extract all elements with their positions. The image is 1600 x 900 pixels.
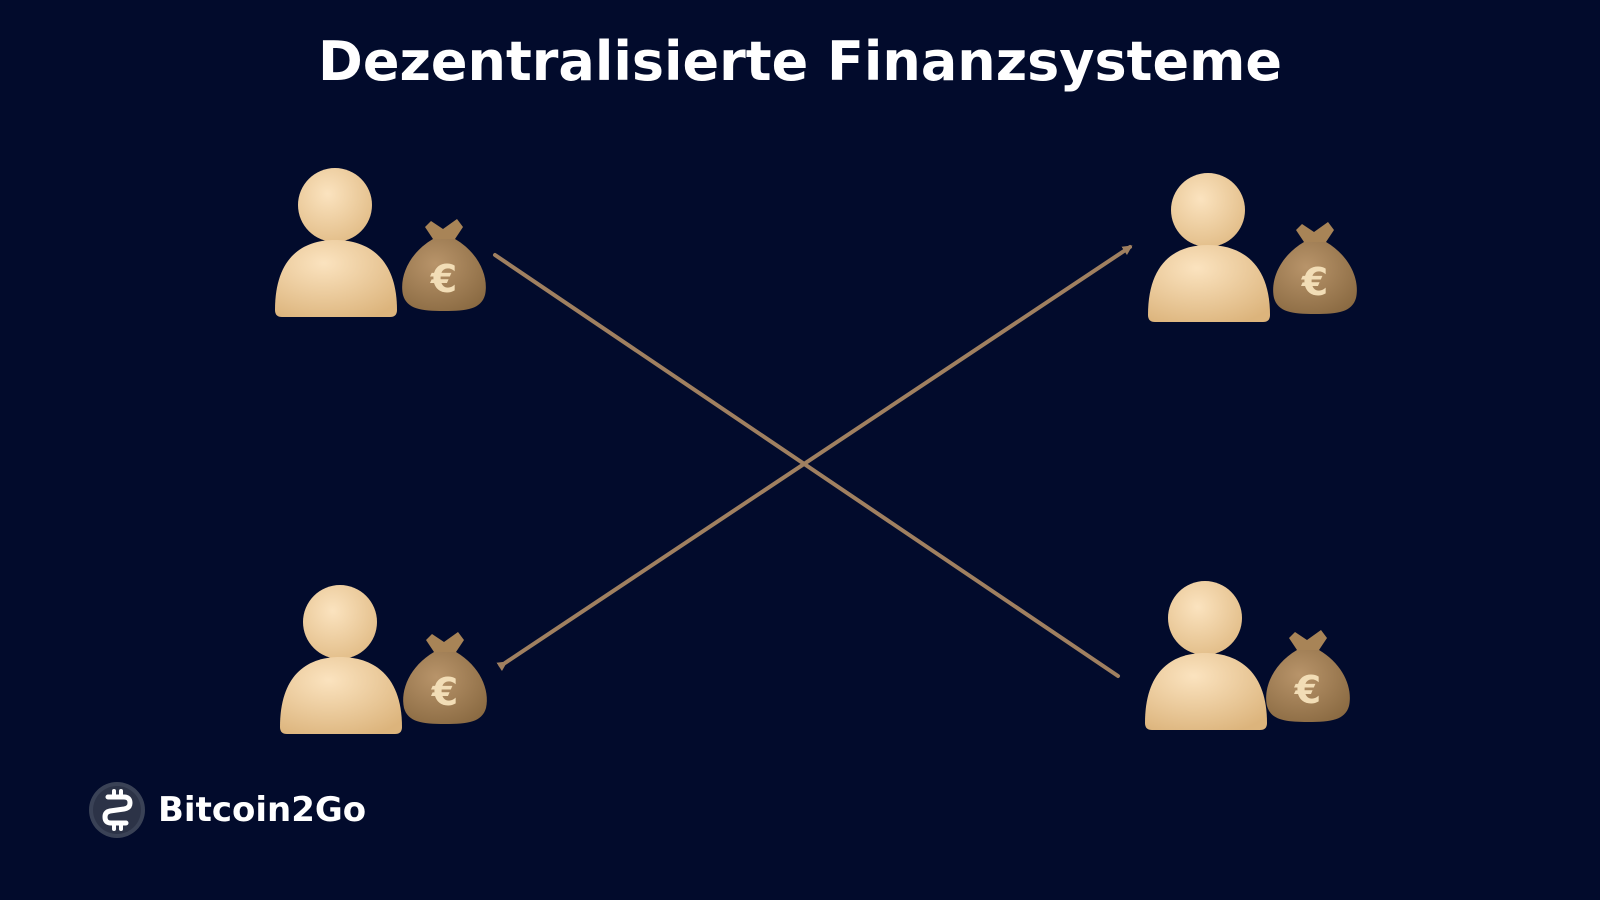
bitcoin2go-logo-icon [89,782,145,838]
edge-bottom-left-to-top-right [496,245,1133,672]
brand-logo[interactable]: Bitcoin2Go [88,780,366,840]
euro-symbol: € [1301,260,1328,304]
person-icon [275,168,397,317]
euro-symbol: € [431,670,458,714]
participant-bottom-right: € [1145,581,1350,730]
money-bag-icon: € [403,632,487,724]
money-bag-icon: € [1266,630,1350,722]
money-bag-icon: € [1273,222,1357,314]
person-icon [1148,173,1270,322]
brand-name: Bitcoin2Go [158,790,367,830]
euro-symbol: € [430,257,457,301]
participant-top-left: € [275,168,486,317]
page-title: Dezentralisierte Finanzsysteme [318,30,1282,93]
participant-top-right: € [1148,173,1357,322]
euro-symbol: € [1294,668,1321,712]
participant-bottom-left: € [280,585,487,734]
person-icon [280,585,402,734]
edge-top-left-to-bottom-right [493,253,1120,678]
money-bag-icon: € [402,219,486,311]
person-icon [1145,581,1267,730]
